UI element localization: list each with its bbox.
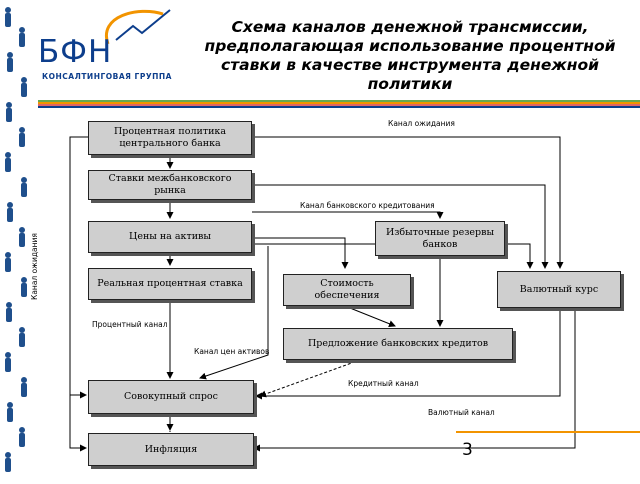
box-aggregate-demand: Совокупный спрос <box>88 380 254 414</box>
label-asset-price-channel: Канал цен активов <box>194 347 270 356</box>
divider-stripe <box>38 102 640 104</box>
box-interbank: Ставки межбанковского рынка <box>88 170 252 200</box>
logo-swoosh-icon <box>104 9 171 45</box>
label-interest-channel: Процентный канал <box>92 320 168 329</box>
logo-subtitle: КОНСАЛТИНГОВАЯ ГРУППА <box>42 72 172 81</box>
label-fx-channel: Валютный канал <box>428 408 495 417</box>
company-logo: БФН КОНСАЛТИНГОВАЯ ГРУППА <box>38 6 178 86</box>
page-number: 3 <box>462 440 473 460</box>
divider-stripe <box>38 100 640 102</box>
box-collateral: Стоимость обеспечения <box>283 274 411 306</box>
box-policy: Процентная политика центрального банка <box>88 121 252 155</box>
divider-stripe <box>38 104 640 106</box>
box-real-rate: Реальная процентная ставка <box>88 268 252 300</box>
sidebar-decoration <box>0 0 34 480</box>
box-fx-rate: Валютный курс <box>497 271 621 308</box>
footer-divider <box>456 431 640 433</box>
people-figures-icon <box>5 7 27 472</box>
label-credit-channel: Кредитный канал <box>348 379 419 388</box>
label-bank-lending: Канал банковского кредитования <box>300 201 435 210</box>
label-expectations-side: Канал ожидания <box>30 233 39 300</box>
page-title: Схема каналов денежной трансмиссии, пред… <box>204 18 616 93</box>
logo-text: БФН <box>38 34 113 70</box>
box-asset-prices: Цены на активы <box>88 221 252 253</box>
box-excess-reserves: Избыточные резервы банков <box>375 221 505 256</box>
box-credit-supply: Предложение банковских кредитов <box>283 328 513 360</box>
label-expectations-top: Канал ожидания <box>388 119 455 128</box>
divider-stripe <box>38 106 640 108</box>
box-inflation: Инфляция <box>88 433 254 466</box>
